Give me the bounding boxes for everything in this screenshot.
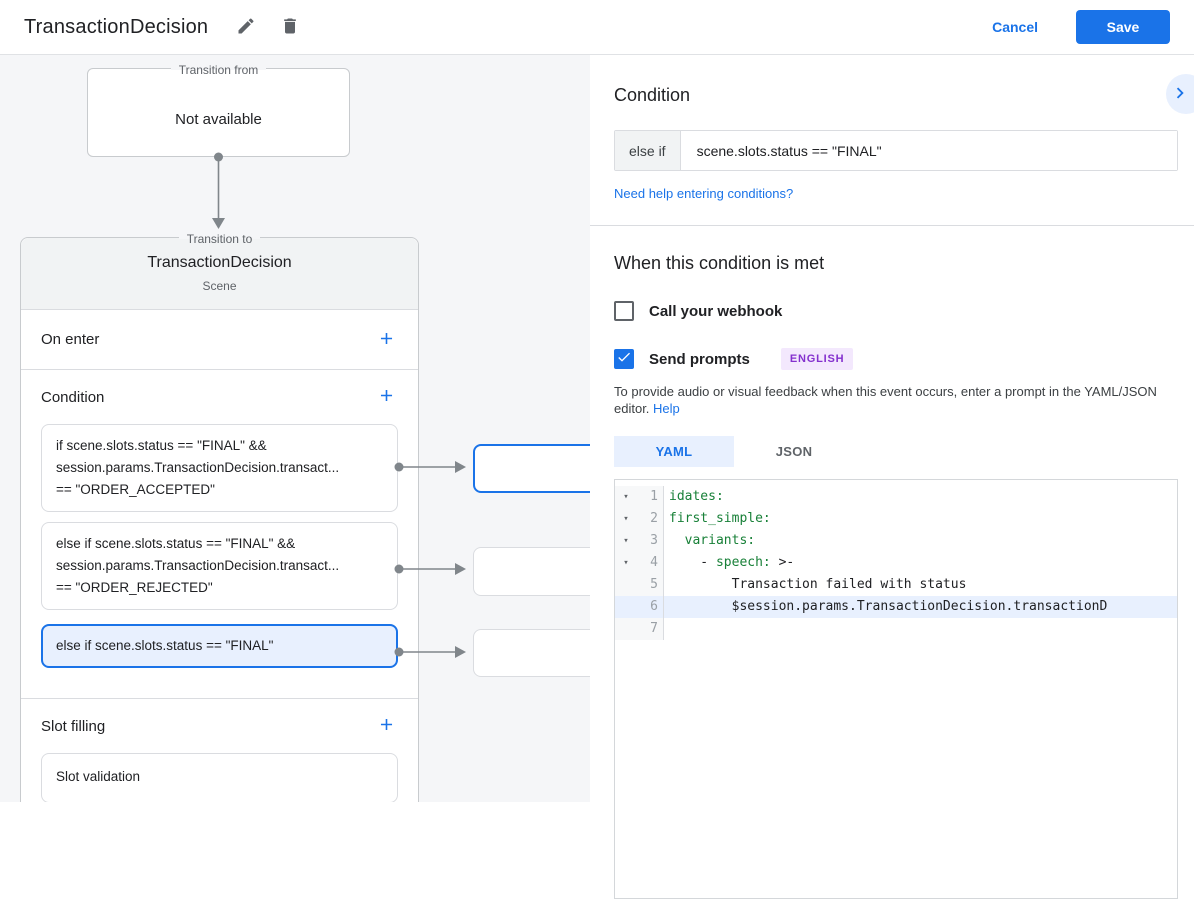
condition-item-order-rejected[interactable]: else if scene.slots.status == "FINAL" &&… (41, 522, 398, 610)
editor-line[interactable]: 5 Transaction failed with status (615, 574, 1177, 596)
flow-canvas: Transition from Not available Transition… (0, 55, 590, 802)
slot-filling-section: Slot filling (21, 699, 418, 753)
language-badge: ENGLISH (780, 348, 854, 370)
editor-line[interactable]: ▾4 - speech: >- (615, 552, 1177, 574)
fold-arrow-icon[interactable]: ▾ (615, 508, 637, 530)
add-slot-button[interactable] (374, 714, 398, 738)
fold-gutter (615, 574, 637, 596)
slot-filling-label: Slot filling (41, 717, 106, 735)
condition-section-label: Condition (41, 388, 105, 406)
line-number: 3 (637, 530, 664, 552)
send-prompts-label: Send prompts (649, 350, 750, 368)
line-number: 4 (637, 552, 664, 574)
line-number: 6 (637, 596, 664, 618)
panel-condition-heading: Condition (614, 85, 691, 105)
save-button[interactable]: Save (1076, 10, 1170, 44)
conditions-help-link[interactable]: Need help entering conditions? (614, 186, 794, 201)
scene-type-label: Scene (202, 279, 237, 293)
scene-name: TransactionDecision (147, 254, 292, 271)
when-condition-heading: When this condition is met (614, 253, 825, 273)
fold-gutter (615, 618, 637, 640)
prompts-help-link[interactable]: Help (653, 401, 680, 416)
fold-arrow-icon[interactable]: ▾ (615, 530, 637, 552)
condition-item-order-accepted[interactable]: if scene.slots.status == "FINAL" && sess… (41, 424, 398, 512)
edit-button[interactable] (234, 15, 258, 39)
call-webhook-checkbox[interactable] (614, 301, 634, 321)
transition-from-content: Not available (175, 111, 262, 128)
prompts-help-text: To provide audio or visual feedback when… (614, 384, 1157, 416)
delete-button[interactable] (278, 15, 302, 39)
target-scene-box-3[interactable] (473, 629, 590, 677)
condition-item-final-selected[interactable]: else if scene.slots.status == "FINAL" (41, 624, 398, 668)
check-icon (616, 349, 632, 370)
target-scene-box-1[interactable] (473, 444, 590, 493)
panel-divider (590, 225, 1194, 226)
code-text: $session.params.TransactionDecision.tran… (664, 596, 1177, 618)
call-webhook-label: Call your webhook (649, 302, 783, 320)
scene-card: Transition to TransactionDecision Scene … (20, 232, 419, 802)
top-bar: TransactionDecision Cancel Save (0, 0, 1194, 55)
fold-arrow-icon[interactable]: ▾ (615, 486, 637, 508)
editor-tabs: YAML JSON (614, 436, 1178, 467)
line-number: 5 (637, 574, 664, 596)
scene-card-header: TransactionDecision Scene (21, 238, 418, 310)
editor-line[interactable]: ▾1 idates: (615, 486, 1177, 508)
editor-line[interactable]: 7 (615, 618, 1177, 640)
transition-from-label: Transition from (170, 63, 267, 77)
fold-arrow-icon[interactable]: ▾ (615, 552, 637, 574)
editor-line[interactable]: ▾3 variants: (615, 530, 1177, 552)
on-enter-section: On enter (21, 310, 418, 370)
plus-icon (377, 386, 396, 408)
code-text: first_simple: (669, 511, 771, 526)
add-on-enter-button[interactable] (374, 328, 398, 352)
send-prompts-checkbox[interactable] (614, 349, 634, 369)
code-text: - speech: >- (669, 555, 795, 570)
code-text: idates: (669, 489, 724, 504)
collapse-panel-button[interactable] (1166, 74, 1194, 114)
plus-icon (377, 715, 396, 737)
tab-json[interactable]: JSON (734, 436, 854, 467)
condition-section: Condition if scene.slots.status == "FINA… (21, 370, 418, 699)
send-prompts-row: Send prompts ENGLISH (614, 348, 1178, 370)
editor-line[interactable]: 6 $session.params.TransactionDecision.tr… (615, 596, 1177, 618)
plus-icon (377, 329, 396, 351)
add-condition-button[interactable] (374, 385, 398, 409)
page-title: TransactionDecision (24, 15, 209, 38)
slot-validation-item[interactable]: Slot validation (41, 753, 398, 802)
fold-gutter (615, 596, 637, 618)
code-text: Transaction failed with status (669, 577, 967, 592)
code-text: variants: (669, 533, 756, 548)
transition-from-box: Transition from Not available (87, 63, 350, 157)
condition-input-row: else if (614, 130, 1178, 171)
editor-line[interactable]: ▾2 first_simple: (615, 508, 1177, 530)
transition-to-label: Transition to (178, 232, 261, 246)
line-number: 1 (637, 486, 664, 508)
pencil-icon (236, 16, 256, 39)
on-enter-label: On enter (41, 331, 100, 348)
condition-prefix-label: else if (615, 131, 681, 170)
cancel-button[interactable]: Cancel (992, 19, 1038, 35)
condition-expression-input[interactable] (680, 131, 1177, 170)
target-scene-box-2[interactable] (473, 547, 590, 596)
code-text (664, 618, 1177, 640)
line-number: 7 (637, 618, 664, 640)
chevron-right-icon (1169, 82, 1191, 107)
line-number: 2 (637, 508, 664, 530)
condition-detail-panel: Condition else if Need help entering con… (590, 55, 1194, 899)
trash-icon (280, 16, 300, 39)
tab-yaml[interactable]: YAML (614, 436, 734, 467)
webhook-row: Call your webhook (614, 301, 1178, 321)
